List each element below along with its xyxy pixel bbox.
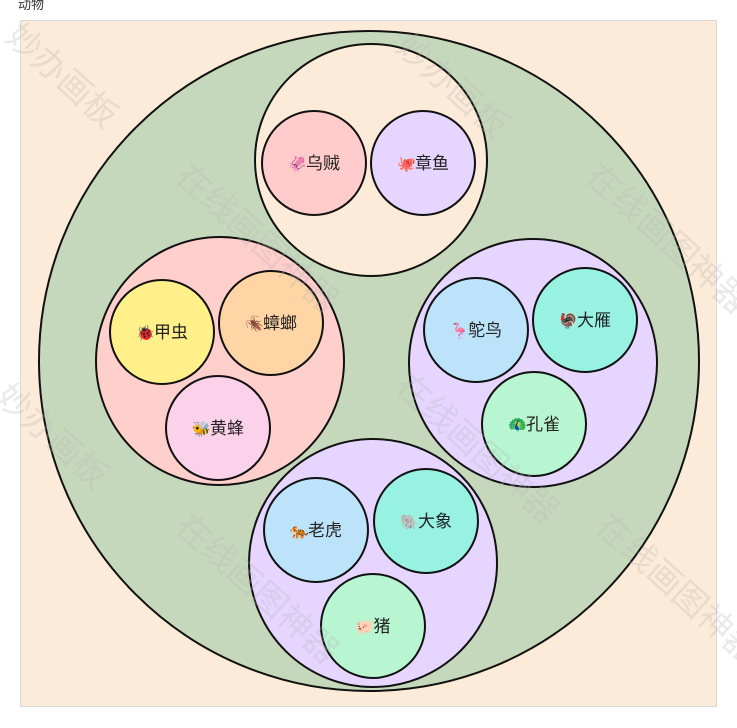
node-birds-1[interactable]: 🦃大雁 (532, 267, 638, 373)
node-insects-1[interactable]: 🪳蟑螂 (218, 270, 324, 376)
goose-icon: 🦃 (559, 312, 578, 330)
node-label: 老虎 (308, 521, 342, 541)
root-circle[interactable] (38, 30, 700, 692)
node-circle[interactable] (218, 270, 324, 376)
cockroach-icon: 🪳 (245, 314, 264, 333)
peacock-icon: 🦚 (508, 416, 527, 434)
node-label: 孔雀 (526, 415, 560, 435)
node-circle[interactable] (481, 371, 587, 477)
node-label: 大雁 (577, 311, 611, 331)
ostrich-icon: 🦩 (450, 322, 469, 340)
wasp-icon: 🐝 (192, 420, 211, 438)
node-mammals-0[interactable]: 🐅老虎 (263, 477, 369, 583)
node-label: 鸵鸟 (468, 321, 502, 341)
node-circle[interactable] (109, 279, 215, 385)
page-title: 动物 (18, 0, 45, 13)
node-circle[interactable] (261, 110, 367, 216)
node-label: 甲虫 (154, 323, 188, 343)
beetle-icon: 🐞 (136, 324, 155, 342)
node-circle[interactable] (532, 267, 638, 373)
octopus-icon: 🐙 (397, 155, 416, 173)
elephant-icon: 🐘 (400, 513, 419, 531)
node-insects-0[interactable]: 🐞甲虫 (109, 279, 215, 385)
node-circle[interactable] (263, 477, 369, 583)
pig-icon: 🐖 (356, 618, 375, 636)
node-label: 章鱼 (415, 154, 449, 174)
node-circle[interactable] (165, 375, 271, 481)
node-label: 乌贼 (306, 154, 340, 174)
node-insects-2[interactable]: 🐝黄蜂 (165, 375, 271, 481)
squid-icon: 🦑 (288, 155, 307, 173)
node-circle[interactable] (423, 277, 529, 383)
node-birds-2[interactable]: 🦚孔雀 (481, 371, 587, 477)
node-label: 黄蜂 (210, 419, 244, 439)
node-label: 蟑螂 (263, 314, 297, 334)
node-mammals-2[interactable]: 🐖猪 (320, 573, 426, 679)
tiger-icon: 🐅 (290, 522, 309, 540)
node-circle[interactable] (320, 573, 426, 679)
node-mollusks-1[interactable]: 🐙章鱼 (370, 110, 476, 216)
node-label: 猪 (374, 617, 391, 637)
node-mollusks-0[interactable]: 🦑乌贼 (261, 110, 367, 216)
node-label: 大象 (418, 512, 452, 532)
node-circle[interactable] (370, 110, 476, 216)
node-birds-0[interactable]: 🦩鸵鸟 (423, 277, 529, 383)
node-mammals-1[interactable]: 🐘大象 (373, 468, 479, 574)
node-circle[interactable] (373, 468, 479, 574)
